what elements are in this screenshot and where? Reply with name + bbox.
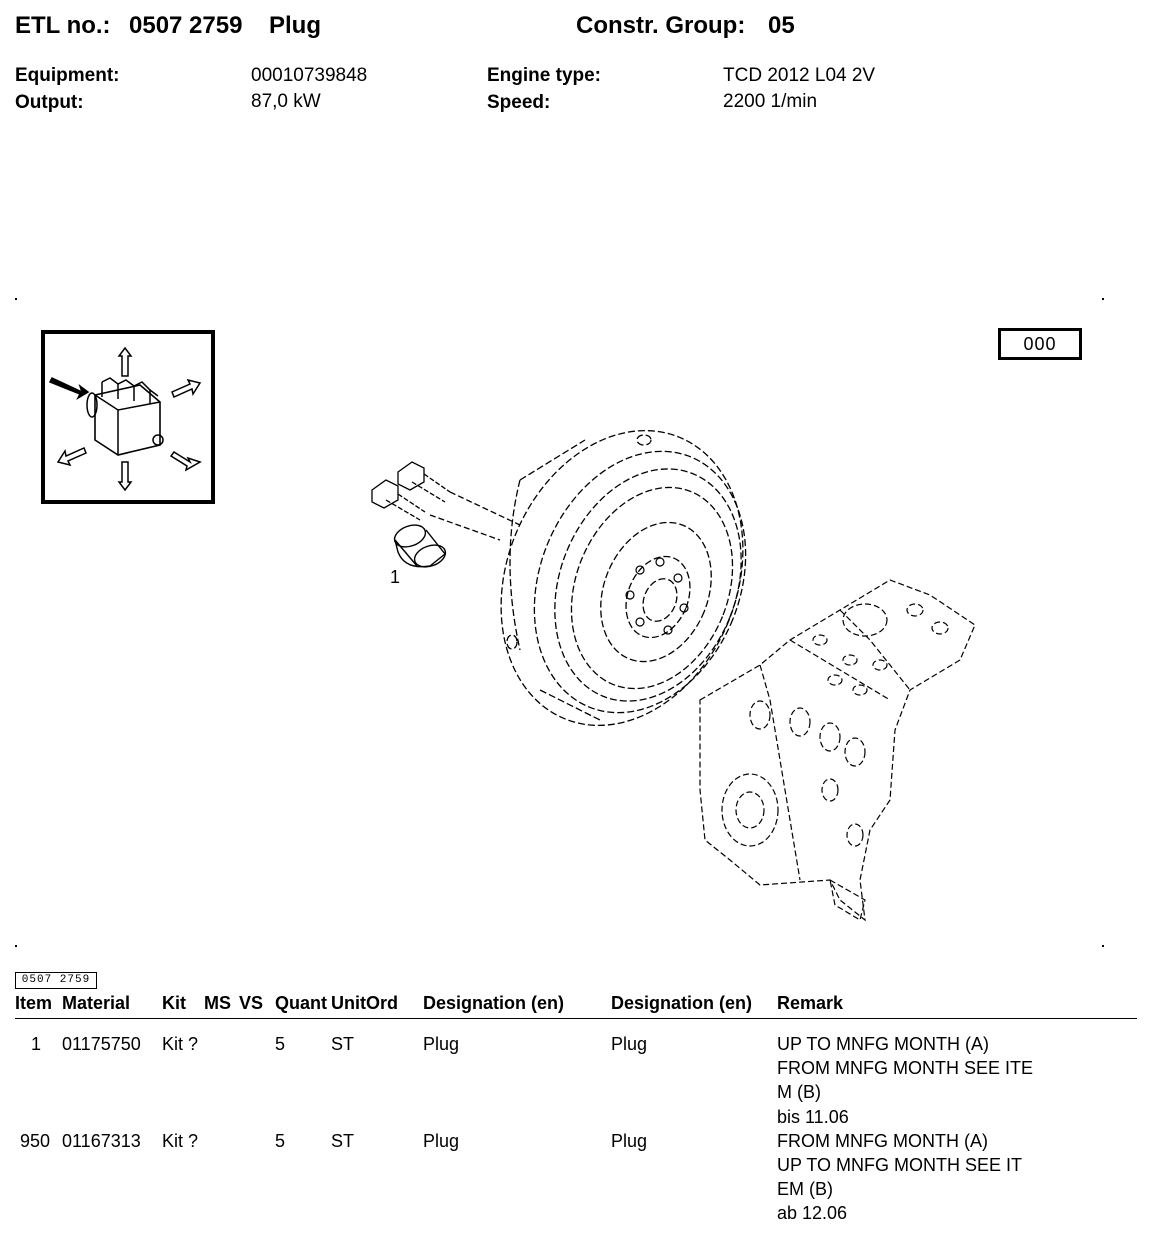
col-header-kit: Kit [162, 993, 186, 1013]
group-code-box: 000 [998, 328, 1082, 360]
cell-unit: ST [331, 1131, 355, 1151]
col-header-ms: MS [204, 993, 231, 1013]
etl-label: ETL no.: [15, 12, 111, 39]
col-header-remark: Remark [777, 993, 844, 1013]
cell-quant: 5 [275, 1131, 286, 1151]
page-title: Plug [269, 12, 321, 39]
constr-group-number: 05 [768, 12, 795, 39]
etl-number: 0507 2759 [129, 12, 243, 39]
constr-group-label: Constr. Group: [576, 12, 746, 39]
cell-item: 1 [31, 1034, 42, 1054]
cell-quant: 5 [275, 1034, 286, 1054]
cell-designation-2: Plug [611, 1131, 648, 1151]
cell-material: 01167313 [62, 1131, 141, 1151]
frame-corner-br [1102, 945, 1104, 947]
frame-corner-bl [15, 945, 17, 947]
cell-material: 01175750 [62, 1034, 141, 1054]
col-header-vs: VS [239, 993, 264, 1013]
cell-remark-line: UP TO MNFG MONTH (A) [777, 1034, 990, 1054]
col-header-item: Item [15, 993, 53, 1013]
sheet-tag: 0507 2759 [15, 972, 97, 989]
cell-remark-line: M (B) [777, 1082, 821, 1102]
orientation-icon [41, 330, 215, 504]
cell-kit: Kit ? [162, 1034, 199, 1054]
callout-item-1: 1 [390, 567, 401, 587]
cell-designation-2: Plug [611, 1034, 648, 1054]
output-value: 87,0 kW [251, 91, 321, 112]
col-header-unitord: UnitOrd [331, 993, 398, 1013]
col-header-quant: Quant [275, 993, 327, 1013]
engine-type-label: Engine type: [487, 65, 602, 86]
cell-designation-1: Plug [423, 1131, 460, 1151]
frame-corner-tl [15, 298, 17, 300]
cell-remark-line: FROM MNFG MONTH (A) [777, 1131, 988, 1151]
cell-remark-line: FROM MNFG MONTH SEE ITE [777, 1058, 1033, 1078]
engine-type-value: TCD 2012 L04 2V [723, 65, 876, 86]
cell-unit: ST [331, 1034, 355, 1054]
cell-remark-line: UP TO MNFG MONTH SEE IT [777, 1155, 1023, 1175]
plug-part-drawing [393, 524, 447, 568]
speed-value: 2200 1/min [723, 91, 818, 112]
flywheel-drawing [500, 429, 747, 727]
col-header-material: Material [62, 993, 131, 1013]
output-label: Output: [15, 92, 84, 113]
cell-remark-line: bis 11.06 [777, 1107, 849, 1127]
cell-remark-line: ab 12.06 [777, 1203, 848, 1223]
cell-item: 950 [20, 1131, 51, 1151]
equipment-value: 00010739848 [251, 65, 368, 86]
hub-bolt-holes [625, 557, 689, 635]
equipment-label: Equipment: [15, 65, 120, 86]
col-header-designation-2: Designation (en) [611, 993, 753, 1013]
cell-kit: Kit ? [162, 1131, 199, 1151]
bolts-drawing [371, 461, 521, 541]
engine-block-drawing [699, 579, 976, 922]
speed-label: Speed: [487, 92, 551, 113]
frame-corner-tr [1102, 298, 1104, 300]
cell-designation-1: Plug [423, 1034, 460, 1054]
col-header-designation-1: Designation (en) [423, 993, 565, 1013]
header-rule [15, 1018, 1137, 1019]
cell-remark-line: EM (B) [777, 1179, 833, 1199]
